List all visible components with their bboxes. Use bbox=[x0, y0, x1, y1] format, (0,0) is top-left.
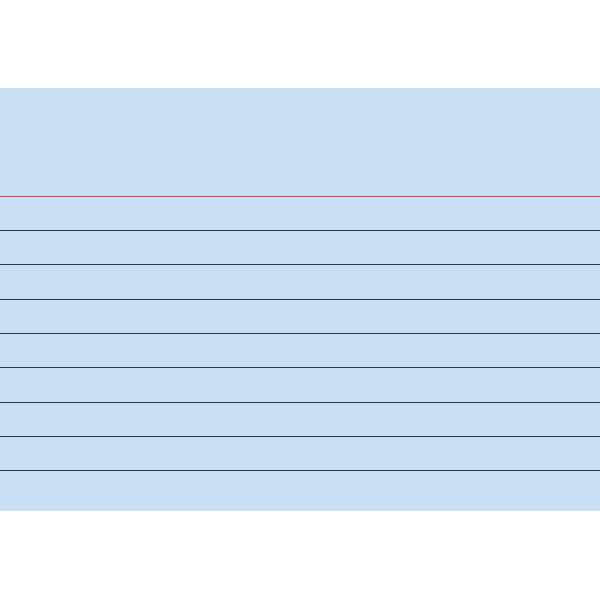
ruled-line bbox=[0, 402, 600, 403]
ruled-line bbox=[0, 264, 600, 265]
ruled-line bbox=[0, 230, 600, 231]
ruled-line bbox=[0, 470, 600, 471]
card-header-area bbox=[0, 88, 600, 196]
ruled-line bbox=[0, 436, 600, 437]
ruled-line bbox=[0, 333, 600, 334]
ruled-line bbox=[0, 367, 600, 368]
index-card bbox=[0, 88, 600, 511]
ruled-line bbox=[0, 299, 600, 300]
header-rule-line bbox=[0, 196, 600, 197]
